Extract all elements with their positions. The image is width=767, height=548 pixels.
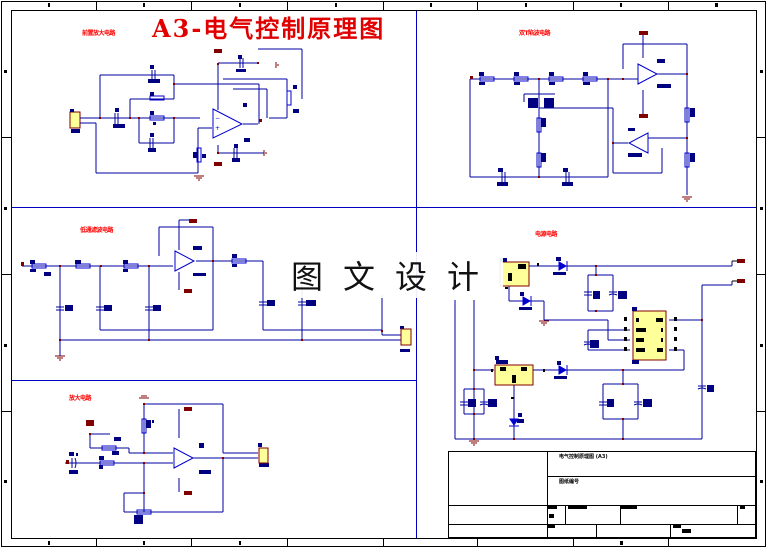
amp-labels (69, 420, 269, 524)
watermark: 图文设计 (287, 252, 504, 298)
power-circuit (454, 261, 733, 440)
lowpass-labels (30, 246, 410, 352)
preamp-labels (70, 55, 299, 162)
preamp-grounds (194, 62, 279, 181)
power-grounds (469, 320, 549, 446)
bottom-zone-markers (96, 538, 669, 547)
left-zone-markers (1, 137, 766, 412)
top-zone-markers (96, 1, 669, 10)
input-connector (69, 111, 81, 129)
section-label-amp: 放大电路 (69, 395, 92, 402)
title-block (448, 451, 756, 538)
title-block-fills (548, 506, 745, 533)
lowpass-ground (55, 340, 65, 361)
power-labels (468, 257, 714, 423)
lowpass-circuit (22, 219, 402, 341)
section-label-notch: 双T陷波电路 (519, 30, 551, 37)
power-junctions (473, 259, 745, 440)
preamp-opamp-symbols: −+ (215, 115, 220, 132)
sheet-title: A3-电气控制原理图 (152, 14, 386, 43)
title-block-name: 电气控制原理图 (A3) (559, 454, 608, 460)
power-terminals (732, 260, 737, 282)
output-connector-amp (258, 447, 269, 464)
side-zone-ticks (4, 70, 763, 483)
bottom-zone-ticks (48, 541, 623, 545)
section-label-power: 电源电路 (535, 231, 558, 238)
section-label-lowpass: 低通滤波电路 (80, 227, 114, 234)
svg-text:+: + (215, 125, 220, 132)
amp-circuit (65, 403, 258, 515)
svg-text:−: − (215, 115, 220, 122)
notch-labels (479, 59, 695, 186)
preamp-junctions (99, 49, 262, 166)
amp-junctions (66, 395, 224, 495)
top-zone-ticks (48, 3, 718, 7)
notch-junctions (470, 31, 688, 178)
power-diodes (509, 261, 568, 427)
preamp-circuit (69, 48, 303, 174)
output-connector-lowpass (400, 328, 412, 346)
notch-ground (682, 196, 692, 202)
power-ic-pins (491, 263, 677, 399)
title-block-drawing: 图纸编号 (559, 479, 580, 485)
section-label-preamp: 前置放大电路 (82, 30, 116, 37)
